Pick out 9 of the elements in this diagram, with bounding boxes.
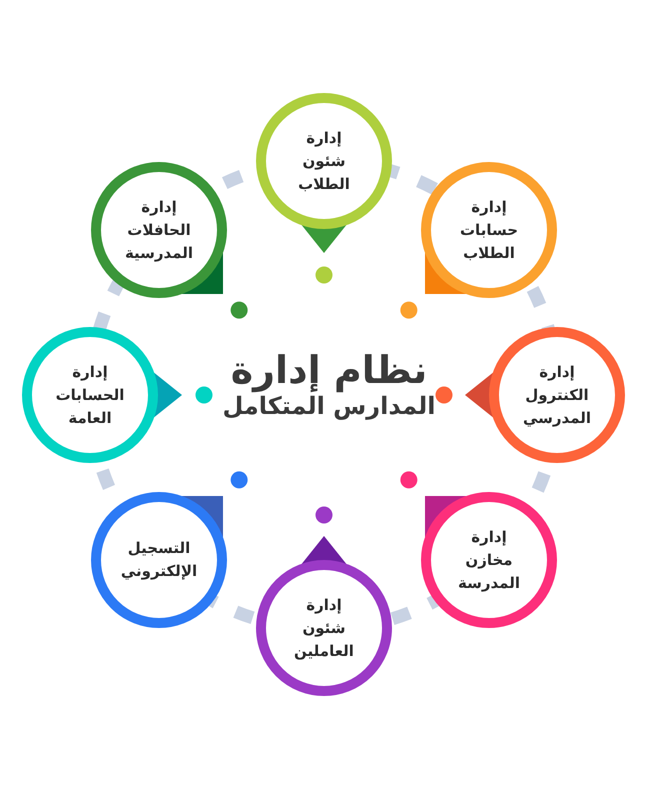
node-label: إدارة حسابات الطلاب [460, 196, 518, 264]
node-label: إدارة شئون الطلاب [298, 128, 350, 194]
node-label: إدارة مخازن المدرسة [458, 526, 520, 594]
node-label: إدارة الحسابات العامة [56, 362, 124, 428]
node-label: التسجيل الإلكتروني [120, 538, 198, 582]
node-label: إدارة الكنترول المدرسي [522, 362, 592, 429]
node-label: إدارة شئون العاملين [294, 594, 354, 662]
title: نظام إدارة المدارس المتكامل [221, 352, 437, 422]
node-label: إدارة الحافلات المدرسية [124, 196, 194, 264]
